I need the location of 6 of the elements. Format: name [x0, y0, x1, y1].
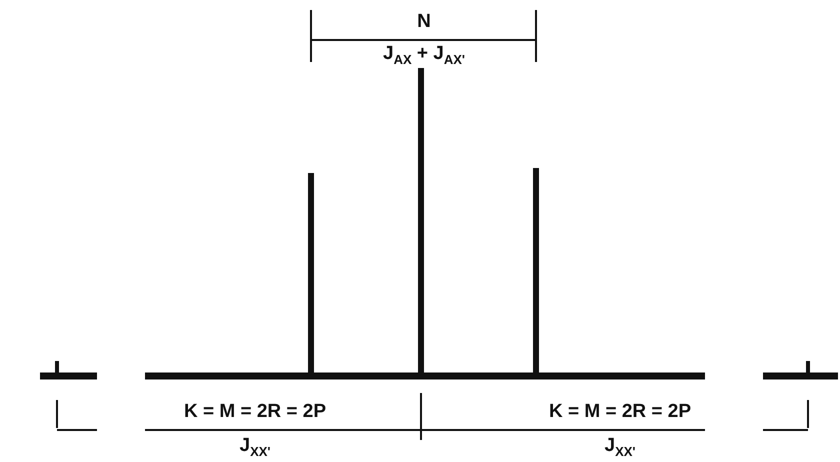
- dimension-label: K = M = 2R = 2P: [548, 402, 692, 421]
- dimension-label: J$_{AX}$ + J$_{AX'}$: [382, 44, 466, 66]
- dimension-label: J$_{XX'}$: [604, 436, 636, 458]
- dimension-label: K = M = 2R = 2P: [184, 402, 326, 421]
- dimension-label: J$_{XX'}$: [240, 436, 270, 458]
- dimension-label: N: [417, 12, 431, 31]
